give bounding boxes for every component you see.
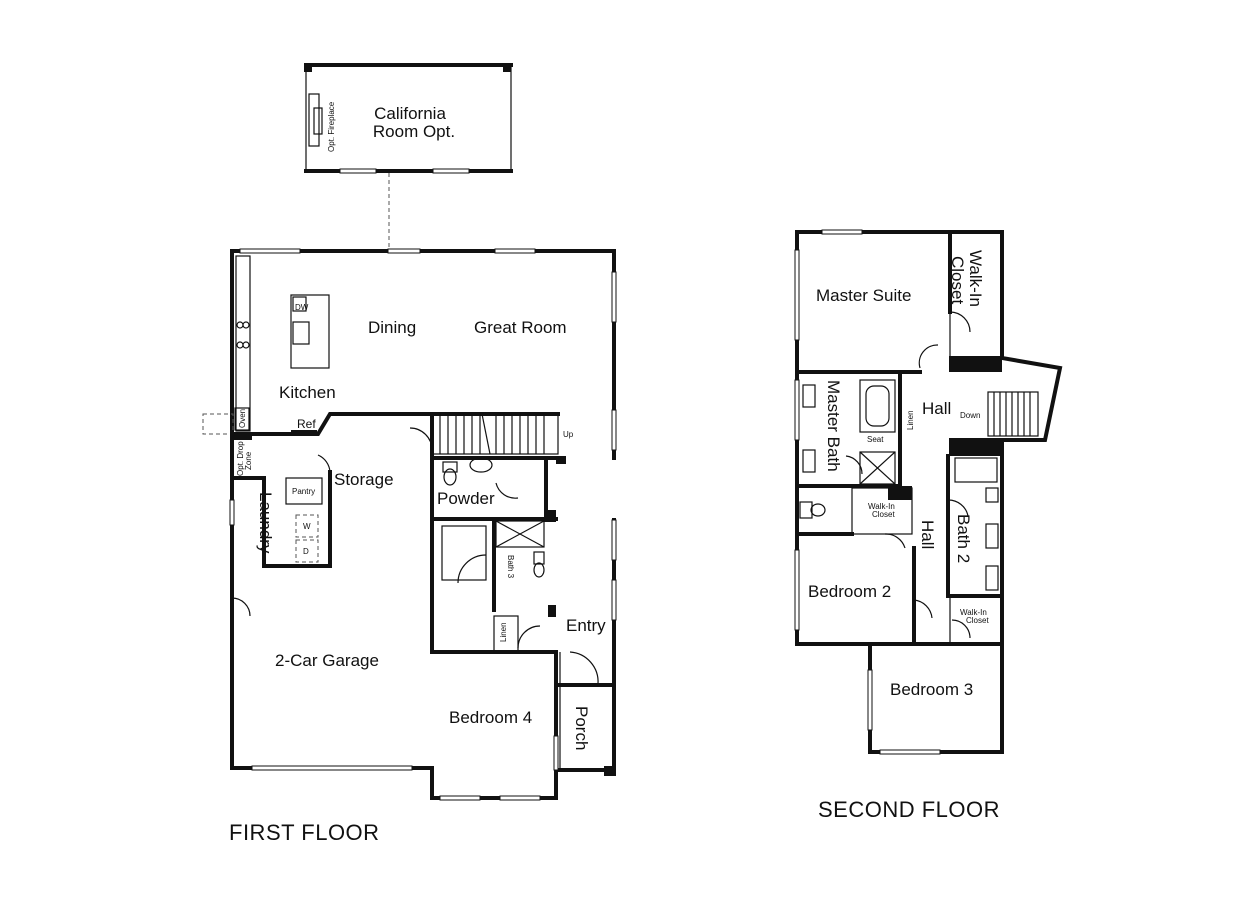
bath2-label: Bath 2 — [954, 514, 973, 563]
garage-label: 2-Car Garage — [275, 651, 379, 670]
powder-label: Powder — [437, 489, 495, 508]
porch-label: Porch — [572, 706, 591, 750]
bedroom2-label: Bedroom 2 — [808, 582, 891, 601]
great-room-label: Great Room — [474, 318, 567, 337]
storage-label: Storage — [334, 470, 394, 489]
walkin-closet-label-line1: Walk-In — [966, 250, 985, 307]
bedroom4-label: Bedroom 4 — [449, 708, 532, 727]
drop-zone-label-line1: Opt. Drop — [236, 441, 245, 476]
california-room-label-line1: California — [374, 104, 446, 123]
bedroom3-closet-label-line2: Closet — [966, 616, 989, 625]
hall-upper-label: Hall — [922, 399, 951, 418]
first-floor-stairs — [409, 412, 560, 455]
bedroom3-closet-label-line1: Walk-In — [960, 608, 987, 617]
california-room — [304, 63, 513, 248]
second-floor-title: SECOND FLOOR — [818, 797, 1000, 822]
walkin-closet-label-line2: Closet — [948, 256, 967, 304]
first-floor-title: FIRST FLOOR — [229, 820, 380, 845]
second-floor-plan: Master Bath Seat Linen Down Walk-In Clos… — [794, 229, 1063, 755]
drop-zone-label-line2: Zone — [244, 451, 253, 470]
master-closet-label-line2: Closet — [872, 510, 895, 519]
linen-label: Linen — [499, 622, 508, 642]
hall-lower-label: Hall — [918, 520, 937, 549]
bedroom3-label: Bedroom 3 — [890, 680, 973, 699]
master-bath-label: Master Bath — [824, 380, 843, 472]
kitchen-label: Kitchen — [279, 383, 336, 402]
opt-fireplace-label: Opt. Fireplace — [327, 101, 336, 152]
entry-label: Entry — [566, 616, 606, 635]
master-closet-label-line1: Walk-In — [868, 502, 895, 511]
dining-label: Dining — [368, 318, 416, 337]
washer-label: W — [303, 522, 311, 531]
dishwasher-label: DW — [295, 303, 309, 312]
master-suite-label: Master Suite — [816, 286, 911, 305]
pantry-label: Pantry — [292, 487, 315, 496]
bath3-label: Bath 3 — [506, 555, 515, 579]
first-floor-plan: Opt. Fireplace California Room Opt. DW O… — [202, 63, 617, 801]
dryer-label: D — [303, 547, 309, 556]
california-room-label-line2: Room Opt. — [373, 122, 455, 141]
oven-label: Oven — [238, 409, 247, 428]
stairs-down-label: Down — [960, 411, 980, 420]
linen-upper-label: Linen — [906, 410, 915, 430]
seat-label: Seat — [867, 435, 884, 444]
stairs-up-label: Up — [563, 430, 574, 439]
ref-label: Ref — [297, 417, 316, 431]
laundry-label: Laundry — [256, 492, 275, 554]
